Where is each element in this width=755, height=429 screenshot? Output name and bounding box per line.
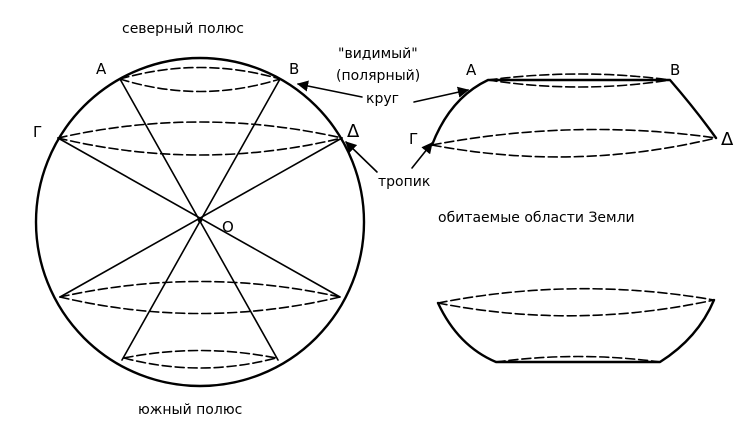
line-gamma-to-south-right bbox=[57, 137, 341, 298]
zone-point-gamma-label: Г bbox=[409, 130, 418, 148]
visible-circle-label-line1: "видимый" bbox=[338, 46, 418, 62]
visible-circle-arrow-left bbox=[296, 80, 363, 98]
zone-point-delta-label: Δ bbox=[721, 129, 734, 150]
point-o-label: О bbox=[222, 218, 234, 236]
arctic-circle-front bbox=[119, 78, 281, 93]
point-a-label: А bbox=[96, 60, 107, 78]
northern-zone-outline bbox=[430, 78, 718, 147]
globe bbox=[34, 56, 366, 388]
southern-habitable-zone bbox=[436, 287, 716, 364]
south-tropic-front bbox=[59, 296, 341, 315]
south-tropic-back bbox=[59, 280, 341, 298]
line-delta-to-south-left bbox=[59, 137, 343, 298]
visible-circle-arrow-right bbox=[413, 86, 470, 103]
zone-point-a-label: А bbox=[466, 61, 477, 79]
south-pole-label: южный полюс bbox=[138, 402, 242, 418]
southern-zone-bottom-back bbox=[495, 355, 661, 363]
point-delta-label: Δ bbox=[347, 121, 360, 142]
zone-point-b-label: В bbox=[670, 61, 680, 79]
southern-zone-outline bbox=[436, 298, 716, 364]
northern-habitable-zone bbox=[430, 73, 718, 158]
southern-zone-top-back bbox=[437, 287, 715, 304]
habitable-areas-label: обитаемые области Земли bbox=[438, 210, 635, 226]
northern-zone-top-front bbox=[487, 79, 671, 88]
antarctic-circle-front bbox=[123, 357, 277, 369]
northern-zone-bottom-back bbox=[431, 128, 717, 146]
visible-circle-label-line2: (полярный) bbox=[336, 68, 420, 84]
point-gamma-label: Г bbox=[33, 123, 42, 141]
visible-circle-label-line3: круг bbox=[366, 91, 399, 107]
point-b-label: В bbox=[289, 60, 299, 78]
north-tropic-front bbox=[57, 137, 343, 156]
tropic-arrow-left bbox=[345, 141, 378, 173]
arctic-circle-back bbox=[119, 66, 281, 80]
globe-outline bbox=[34, 56, 366, 388]
north-pole-label: северный полюс bbox=[122, 21, 244, 37]
southern-zone-top-front bbox=[437, 299, 715, 317]
tropic-label: тропик bbox=[378, 174, 430, 190]
tropic-arrow-right bbox=[411, 142, 433, 169]
center-point bbox=[197, 217, 203, 223]
north-tropic-back bbox=[57, 121, 343, 139]
antarctic-circle-back bbox=[123, 349, 277, 359]
northern-zone-top-back bbox=[487, 73, 671, 81]
northern-zone-bottom-front bbox=[431, 137, 717, 158]
